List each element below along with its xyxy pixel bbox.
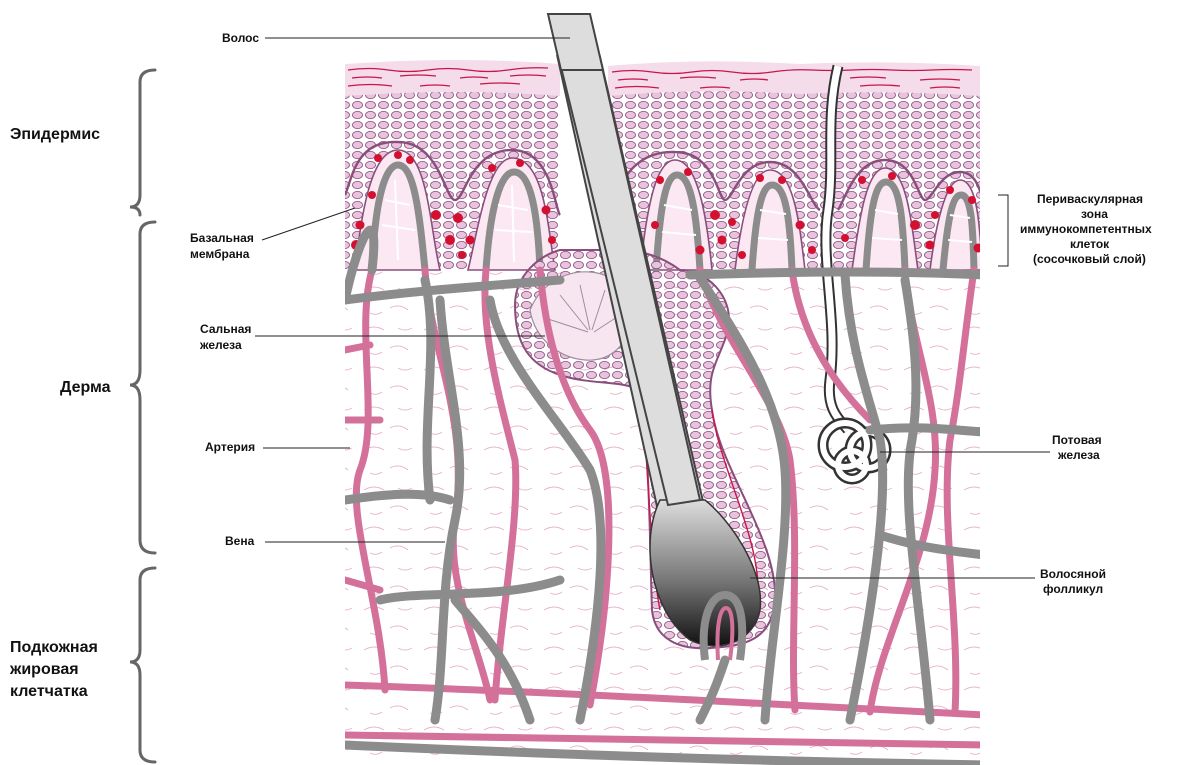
sebaceous-gland-label-line-2: железа [199,338,242,352]
perivascular-zone-label-line-4: клеток [1070,237,1110,251]
hair-follicle-label-line-2: фолликул [1043,582,1103,596]
perivascular-zone-bracket [998,195,1008,266]
artery-label: Артерия [205,440,255,454]
hair-label: Волос [222,31,259,45]
hypodermis-bracket [130,568,155,762]
epidermis-layer [345,60,985,270]
perivascular-zone-label-line-2: зона [1081,207,1108,221]
dermis-label: Дерма [60,379,111,396]
hypodermis-label-line-2: жировая [9,661,79,678]
sweat-gland-label-line-1: Потовая [1052,433,1102,447]
hair-follicle-label-line-1: Волосяной [1040,567,1106,581]
dermis-bracket [130,222,155,553]
perivascular-zone-label-line-3: иммунокомпетентных [1020,222,1152,236]
basal-membrane-leader [262,208,355,240]
sweat-gland-label-line-2: железа [1057,448,1100,462]
vein-label: Вена [225,534,255,548]
sebaceous-gland-label-line-1: Сальная [200,322,251,336]
hypodermis-label-line-1: Подкожная [10,639,98,656]
hair-shaft-exposed [548,14,603,70]
perivascular-zone-label-line-1: Периваскулярная [1037,192,1143,206]
basal-membrane-label-line-2: мембрана [190,247,250,261]
basal-membrane-label-line-1: Базальная [190,231,254,245]
epidermis-bracket [130,70,155,215]
tissue-block [345,14,985,765]
perivascular-zone-label-line-5: (сосочковый слой) [1033,252,1146,266]
epidermis-label: Эпидермис [10,126,100,143]
hypodermis-label-line-3: клетчатка [10,683,88,700]
